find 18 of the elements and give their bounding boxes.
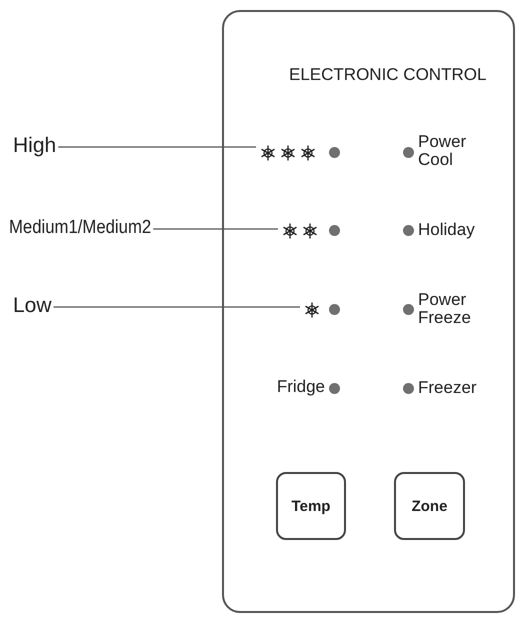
leader-line	[54, 306, 300, 308]
snowflake-icon	[260, 144, 316, 162]
snowflake-icon	[304, 301, 320, 319]
control-panel	[222, 10, 515, 613]
panel-title: ELECTRONIC CONTROL	[289, 66, 486, 84]
setting-label: Medium1/Medium2	[9, 216, 152, 240]
leader-line	[153, 228, 278, 230]
indicator-label: Power Freeze	[418, 291, 472, 327]
snowflake-icon	[282, 222, 318, 240]
panel-button: Zone	[394, 472, 465, 540]
panel-button: Temp	[276, 472, 346, 540]
indicator-label: Power Cool	[418, 133, 468, 169]
indicator-label: Freezer	[418, 379, 478, 397]
setting-label: High	[13, 134, 56, 158]
indicator-label: Fridge	[276, 378, 325, 396]
setting-label: Low	[13, 294, 52, 318]
indicator-label: Holiday	[418, 221, 476, 239]
leader-line	[58, 146, 256, 148]
